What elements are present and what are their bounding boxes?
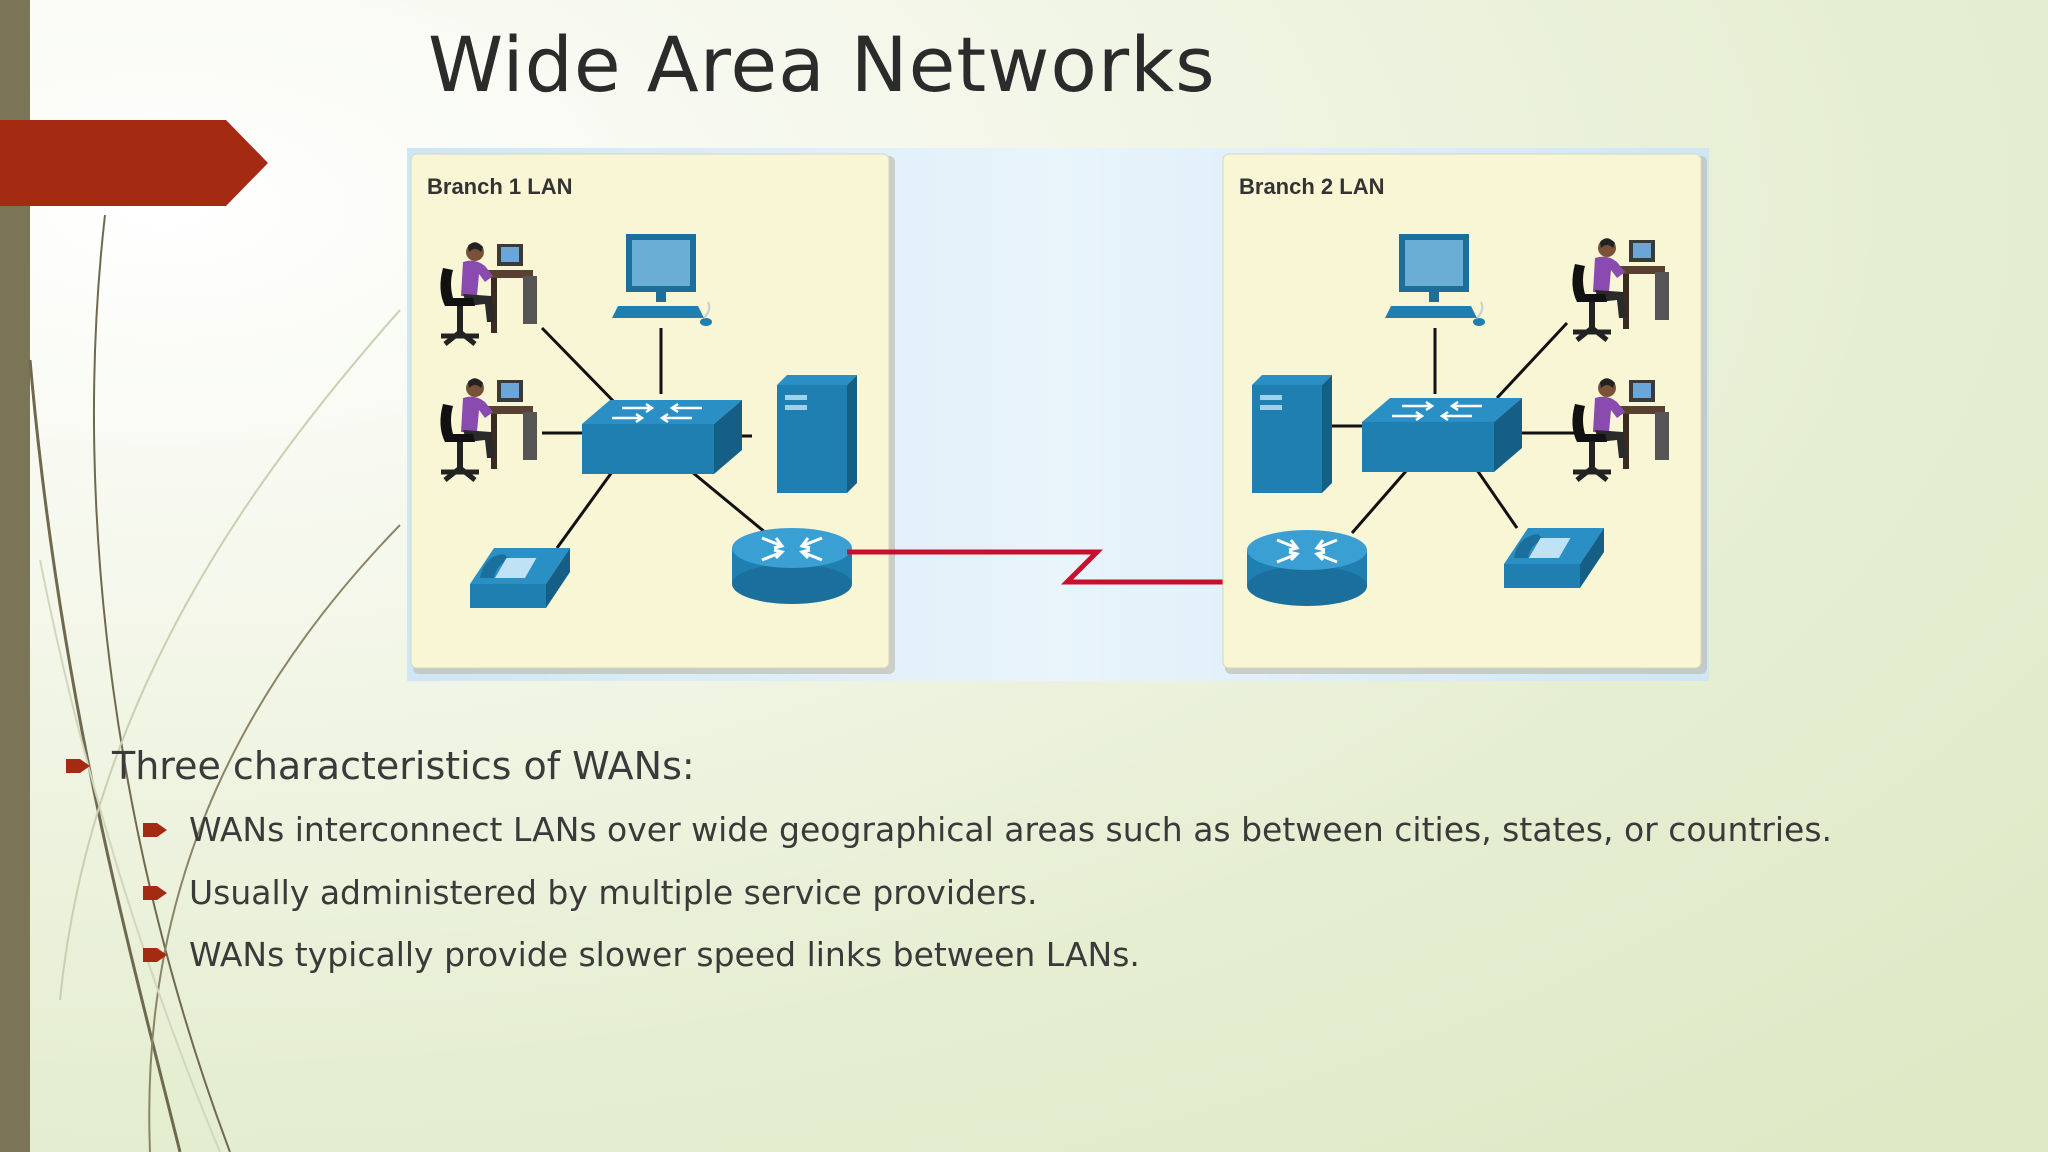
branch2-lan-panel: Branch 2 LAN	[1222, 153, 1707, 674]
bullet-item-text: Usually administered by multiple service…	[189, 873, 1038, 912]
branch2-server	[1252, 375, 1332, 493]
branch1-server	[777, 375, 857, 493]
slide-title: Wide Area Networks	[428, 20, 1216, 109]
wan-diagram: Branch 1 LAN Branch 2 LAN	[407, 148, 1709, 681]
branch1-router	[732, 526, 852, 606]
branch1-switch	[582, 398, 742, 476]
bullet-heading: Three characteristics of WANs:	[112, 744, 695, 788]
bullet-arrow-icon	[143, 947, 167, 962]
branch1-lan-panel: Branch 1 LAN	[410, 153, 895, 674]
branch2-switch	[1362, 396, 1522, 474]
title-arrow-tab	[0, 120, 268, 206]
branch2-router	[1247, 528, 1367, 608]
branch1-lan-label: Branch 1 LAN	[427, 174, 572, 199]
bullet-item: Usually administered by multiple service…	[143, 873, 1038, 912]
bullet-arrow-icon	[143, 822, 167, 837]
bullet-heading-row: Three characteristics of WANs:	[66, 744, 695, 788]
bullet-item-text: WANs interconnect LANs over wide geograp…	[189, 810, 1833, 849]
bullet-arrow-icon	[143, 885, 167, 900]
bullet-item: WANs typically provide slower speed link…	[143, 935, 1140, 974]
bullet-arrow-icon	[66, 759, 90, 773]
branch2-lan-label: Branch 2 LAN	[1239, 174, 1384, 199]
decorative-curves	[28, 214, 401, 1152]
bullet-item: WANs interconnect LANs over wide geograp…	[143, 810, 1832, 849]
wan-serial-link	[847, 549, 1247, 585]
bullet-item-text: WANs typically provide slower speed link…	[189, 935, 1140, 974]
